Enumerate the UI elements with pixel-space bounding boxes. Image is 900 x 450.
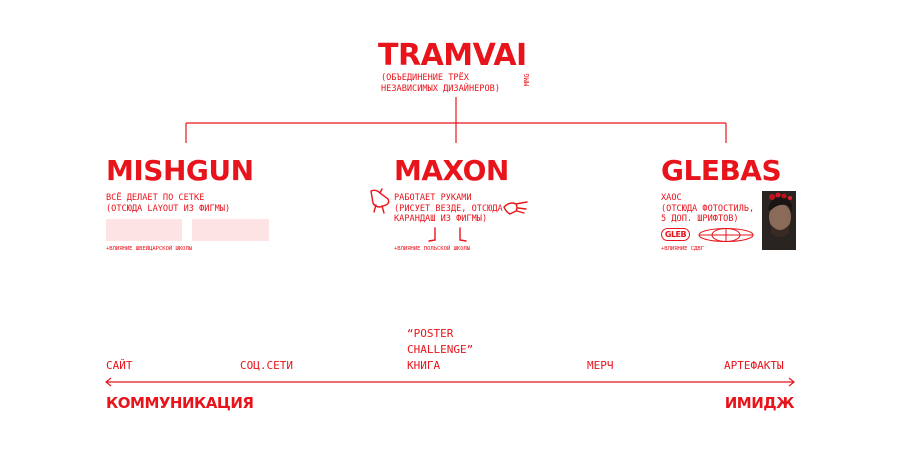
glebas-desc-3: 5 ДОП. ШРИФТОВ): [661, 214, 739, 224]
scale-poster-line-1: “POSTER: [407, 327, 454, 340]
member-name-maxon: MAXON: [394, 154, 509, 187]
mishgun-influence: +ВЛИЯНИЕ ШВЕЙЦАРСКОЙ ШКОЛЫ: [106, 246, 193, 252]
hand-drawn-pointing-hand-icon: [503, 201, 528, 215]
arrow-right-head: [788, 377, 795, 387]
member-name-mishgun: MISHGUN: [106, 154, 254, 187]
scale-item-site: САЙТ: [106, 359, 133, 372]
scale-left-label: КОММУНИКАЦИЯ: [106, 394, 254, 412]
side-tag: MMG: [523, 73, 531, 86]
legs-icon: [428, 227, 467, 242]
maxon-desc-1: РАБОТАЕТ РУКАМИ: [394, 193, 472, 203]
grid-placeholder-1: [106, 219, 182, 241]
glebas-influence: +ВЛИЯНИЕ СДВГ: [661, 246, 705, 252]
subtitle-line-1: (ОБЪЕДИНЕНИЕ ТРЁХ: [381, 73, 469, 83]
glebas-desc-1: ХАОС: [661, 193, 682, 203]
scale-item-book: КНИГА: [407, 359, 441, 372]
gleb-logo-icon: GLEB: [661, 228, 690, 241]
scale-item-social: СОЦ.СЕТИ: [240, 359, 293, 372]
portrait-photo: [762, 191, 796, 250]
page-title: TRAMVAI: [378, 38, 527, 73]
maxon-desc-3: КАРАНДАШ ИЗ ФИГМЫ): [394, 214, 488, 224]
scale-right-label: ИМИДЖ: [724, 394, 795, 412]
subtitle-line-2: НЕЗАВИСИМЫХ ДИЗАЙНЕРОВ): [381, 84, 500, 94]
mishgun-desc-1: ВСЁ ДЕЛАЕТ ПО СЕТКЕ: [106, 193, 205, 203]
maxon-desc-2: (РИСУЕТ ВЕЗДЕ, ОТСЮДА: [394, 204, 503, 214]
mishgun-desc-2: (ОТСЮДА LAYOUT ИЗ ФИГМЫ): [106, 204, 231, 214]
member-name-glebas: GLEBAS: [661, 154, 782, 187]
scale-item-artifacts: АРТЕФАКТЫ: [724, 359, 784, 372]
globe-logo-icon: [698, 228, 754, 242]
grid-placeholder-2: [192, 219, 269, 241]
scale-item-merch: МЕРЧ: [587, 359, 614, 372]
maxon-influence: +ВЛИЯНИЕ ПОЛЬСКОЙ ШКОЛЫ: [394, 246, 471, 252]
scale-poster-line-2: CHALLENGE”: [407, 343, 474, 356]
gleb-logo-text: GLEB: [664, 230, 687, 239]
hand-drawn-hand-icon: [370, 188, 390, 214]
glebas-desc-2: (ОТСЮДА ФОТОСТИЛЬ,: [661, 204, 755, 214]
arrow-left-head: [105, 377, 112, 387]
